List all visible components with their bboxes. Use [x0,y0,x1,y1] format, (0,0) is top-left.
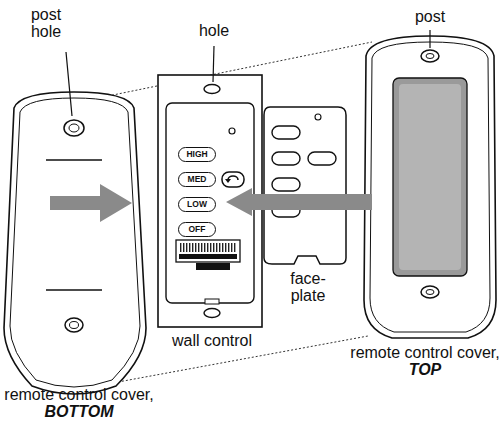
control-button: OFF [178,222,216,237]
part-label: post [415,8,445,25]
button-label: LOW [187,200,207,209]
label-group: post hole [18,6,74,41]
assembly-arrow [50,184,132,222]
faceplate [264,107,346,264]
part-label: TOP [409,361,442,378]
leader-line [213,46,214,82]
button-label: OFF [189,225,206,234]
part-label: wall control [172,332,252,349]
battery-compartment [176,240,240,262]
part-label: remote control cover, [4,386,153,403]
cover-top [364,36,496,338]
control-button: MED [178,172,216,187]
assembly-arrow [226,188,372,216]
leader-line [429,30,430,48]
label-group: hole [186,22,242,39]
cover-bottom [4,92,146,394]
part-label: post hole [31,6,61,40]
reverse-button [222,172,244,187]
button-label: HIGH [186,150,207,159]
leader-line [66,52,72,116]
button-label: MED [188,175,207,184]
label-group: remote control cover, TOP [350,344,500,379]
label-group: remote control cover, BOTTOM [4,386,154,421]
part-label: face-plate [290,270,326,304]
label-group: face-plate [282,270,334,305]
control-button: LOW [178,197,216,212]
label-group: post [400,8,460,25]
part-label: remote control cover, [350,344,499,361]
label-group: wall control [160,332,264,349]
part-label: BOTTOM [44,403,113,420]
control-button: HIGH [178,147,216,162]
part-label: hole [199,22,229,39]
